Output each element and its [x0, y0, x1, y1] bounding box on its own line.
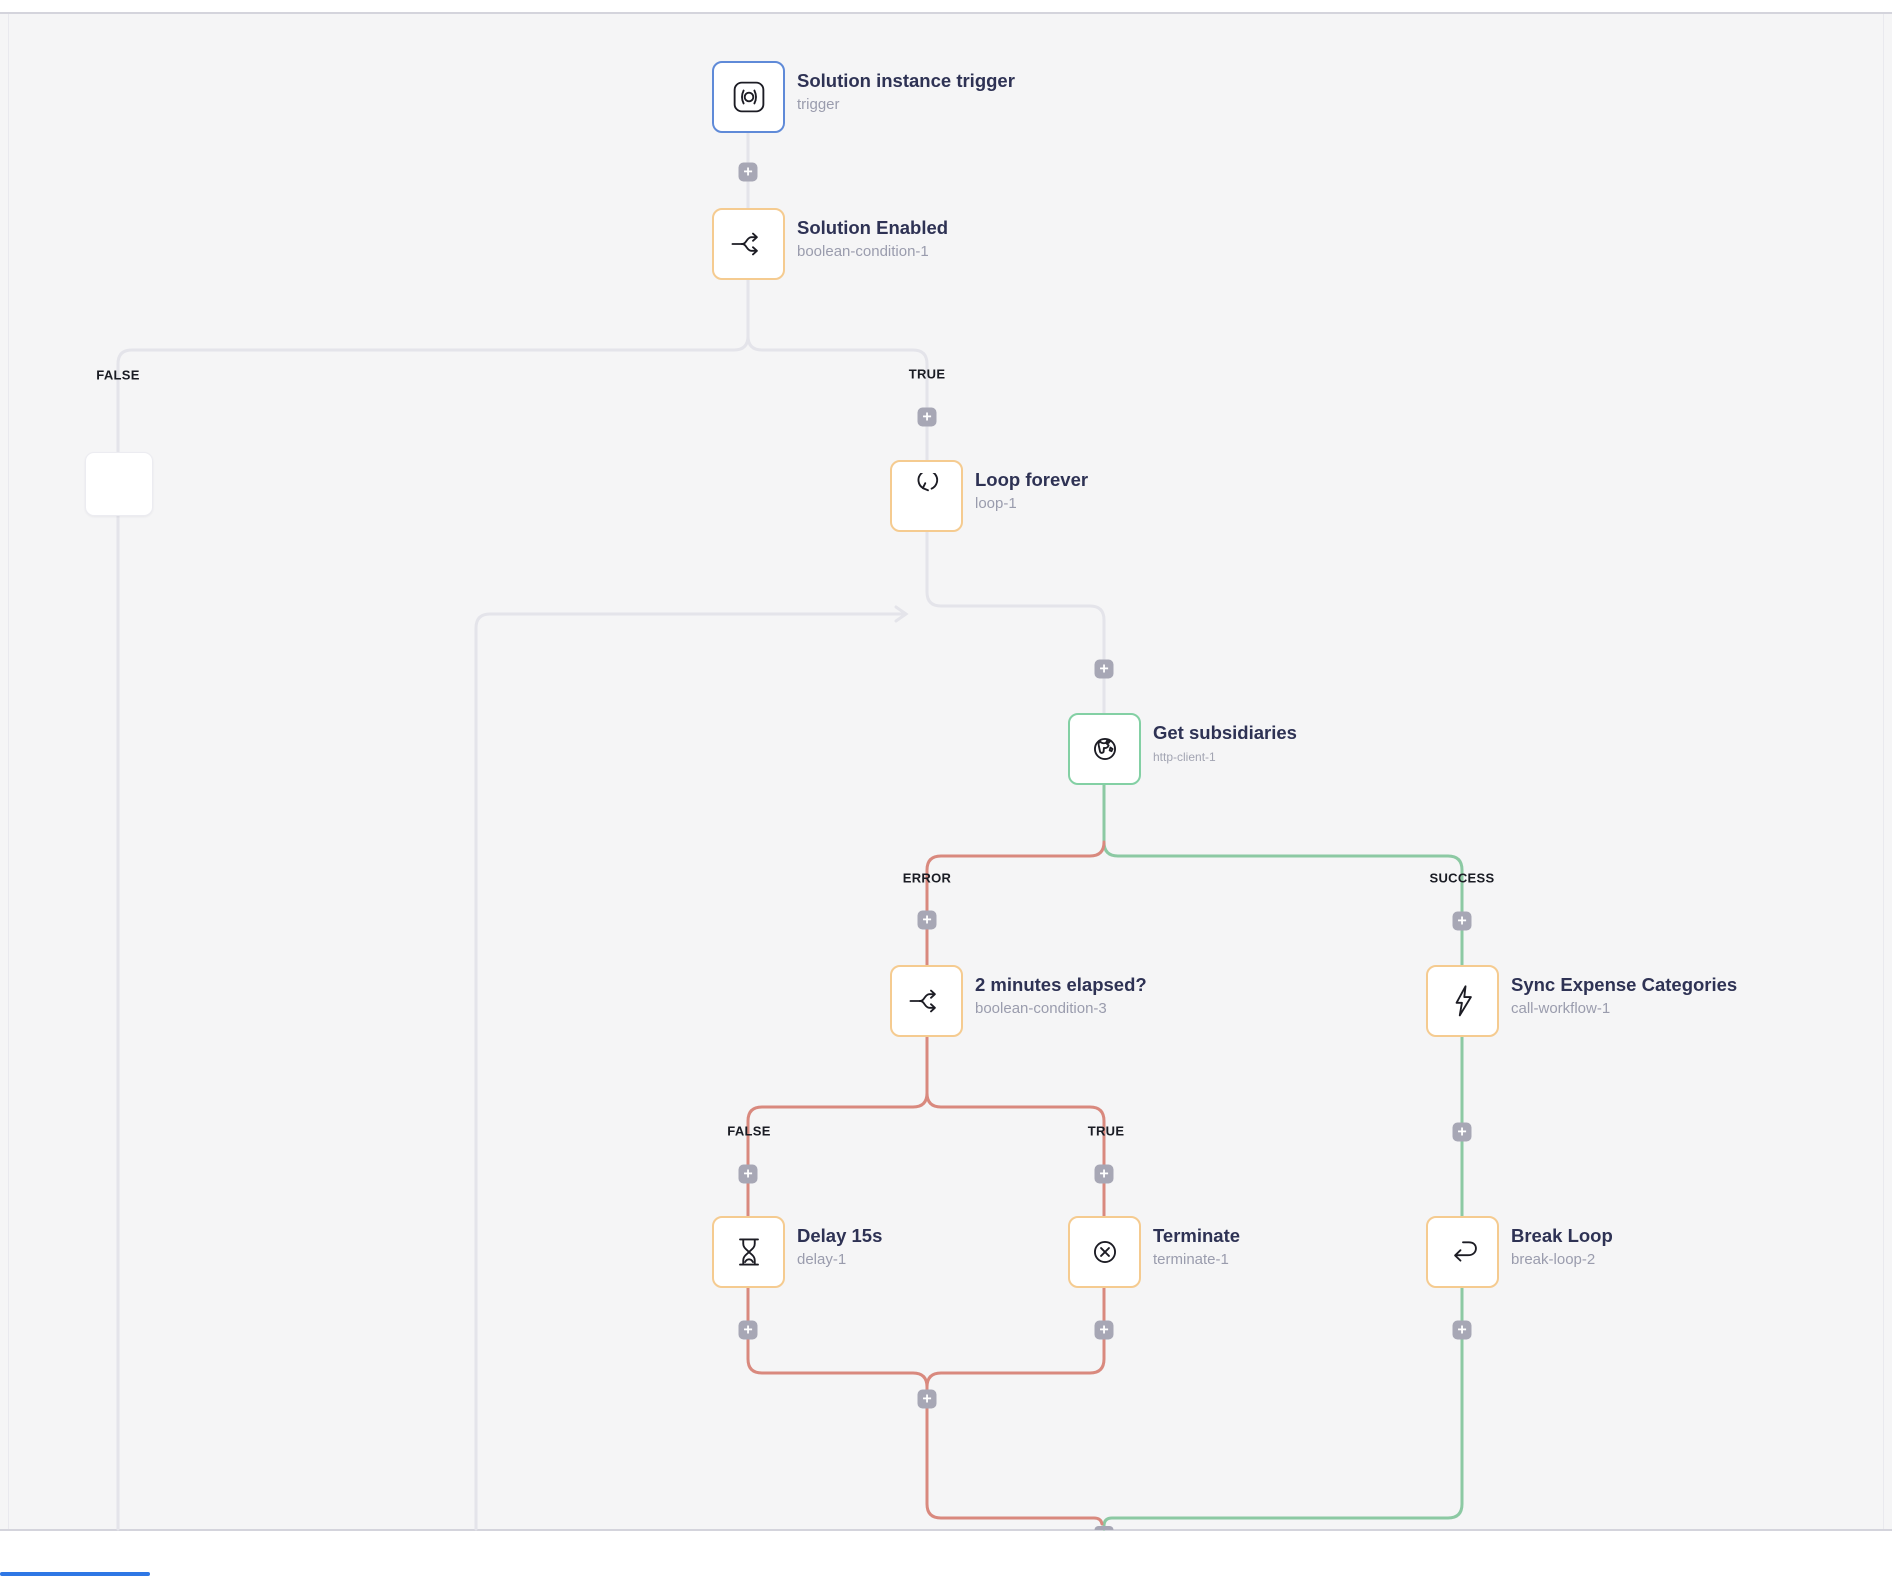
node-trigger: Solution instance trigger trigger [712, 61, 1015, 133]
node-subtitle: trigger [797, 96, 840, 113]
add-step-button[interactable]: + [1094, 1320, 1114, 1340]
branch-label-success: SUCCESS [1429, 870, 1495, 886]
add-step-button[interactable]: + [738, 1164, 758, 1184]
http-client-1-node-box[interactable] [1068, 713, 1141, 785]
canvas-top-border [0, 12, 1892, 14]
hourglass-icon [738, 1238, 759, 1266]
node-subtitle: loop-1 [975, 495, 1017, 512]
add-step-button[interactable]: + [1452, 911, 1472, 931]
delay-1-node-box[interactable] [712, 1216, 785, 1288]
plus-icon: + [743, 163, 753, 181]
node-terminate-1: Terminate terminate-1 [1068, 1216, 1240, 1288]
boolean-branch-icon [731, 232, 758, 256]
add-step-button[interactable]: + [1452, 1122, 1472, 1142]
node-http-client-1: Get subsidiaries http-client-1 [1068, 713, 1297, 785]
branch-label-true: TRUE [1087, 1123, 1125, 1139]
plus-icon: + [743, 1165, 753, 1183]
node-text: Break Loop break-loop-2 [1511, 1216, 1613, 1270]
canvas-right-border [1883, 14, 1884, 1529]
empty-step-placeholder [85, 452, 153, 516]
add-step-button[interactable]: + [1452, 1320, 1472, 1340]
plus-icon: + [1099, 1165, 1109, 1183]
node-subtitle: call-workflow-1 [1511, 1000, 1611, 1017]
solution-instance-icon [733, 81, 764, 113]
node-subtitle: break-loop-2 [1511, 1251, 1596, 1268]
plus-icon: + [1099, 660, 1109, 678]
node-text: Solution instance trigger trigger [797, 61, 1015, 115]
node-subtitle: http-client-1 [1153, 750, 1216, 764]
add-step-button[interactable]: + [917, 910, 937, 930]
loop-1-node-box[interactable] [890, 460, 963, 532]
add-step-button[interactable]: + [917, 407, 937, 427]
break-loop-2-node-box[interactable] [1426, 1216, 1499, 1288]
node-boolean-condition-1: Solution Enabled boolean-condition-1 [712, 208, 948, 280]
node-title: Get subsidiaries [1153, 722, 1297, 743]
add-step-button[interactable]: + [738, 1320, 758, 1340]
loop-return-arrow [894, 605, 909, 623]
node-title: Terminate [1153, 1225, 1241, 1246]
node-break-loop-2: Break Loop break-loop-2 [1426, 1216, 1613, 1288]
boolean-condition-1-node-box[interactable] [712, 208, 785, 280]
terminate-icon [1093, 1241, 1116, 1263]
node-boolean-condition-3: 2 minutes elapsed? boolean-condition-3 [890, 965, 1147, 1037]
plus-icon: + [1457, 1321, 1467, 1339]
node-loop-1: Loop forever loop-1 [890, 460, 1088, 532]
boolean-branch-icon [909, 989, 936, 1013]
node-subtitle: boolean-condition-3 [975, 1000, 1107, 1017]
boolean-condition-3-node-box[interactable] [890, 965, 963, 1037]
node-title: 2 minutes elapsed? [975, 974, 1147, 995]
node-text: 2 minutes elapsed? boolean-condition-3 [975, 965, 1147, 1019]
add-step-button-clipped[interactable] [1094, 1526, 1114, 1530]
node-subtitle: boolean-condition-1 [797, 243, 929, 260]
node-text: Terminate terminate-1 [1153, 1216, 1240, 1270]
node-title: Loop forever [975, 469, 1089, 490]
branch-label-true: TRUE [908, 366, 946, 382]
add-step-button[interactable]: + [1094, 659, 1114, 679]
plus-icon: + [1457, 912, 1467, 930]
node-text: Solution Enabled boolean-condition-1 [797, 208, 948, 262]
node-text: Delay 15s delay-1 [797, 1216, 882, 1270]
terminate-1-node-box[interactable] [1068, 1216, 1141, 1288]
branch-label-error: ERROR [902, 870, 952, 886]
add-step-button[interactable]: + [1094, 1164, 1114, 1184]
add-step-button[interactable]: + [917, 1389, 937, 1409]
plus-icon: + [1457, 1123, 1467, 1141]
globe-icon [1093, 738, 1116, 760]
canvas-background [0, 14, 1892, 1529]
node-subtitle: delay-1 [797, 1251, 847, 1268]
loop-icon [917, 473, 938, 492]
lightning-icon [1455, 985, 1472, 1017]
plus-icon: + [1099, 1321, 1109, 1339]
plus-icon: + [922, 408, 932, 426]
node-text: Loop forever loop-1 [975, 460, 1088, 514]
node-call-workflow-1: Sync Expense Categories call-workflow-1 [1426, 965, 1737, 1037]
node-delay-1: Delay 15s delay-1 [712, 1216, 882, 1288]
node-title: Delay 15s [797, 1225, 883, 1246]
branch-label-false: FALSE [96, 367, 140, 383]
canvas-bottom-border [0, 1529, 1892, 1531]
node-title: Solution instance trigger [797, 70, 1015, 91]
canvas-left-border [8, 14, 9, 1529]
branch-label-false: FALSE [727, 1123, 771, 1139]
node-title: Solution Enabled [797, 217, 949, 238]
plus-icon: + [922, 911, 932, 929]
call-workflow-1-node-box[interactable] [1426, 965, 1499, 1037]
node-text: Get subsidiaries http-client-1 [1153, 713, 1297, 765]
trigger-node-box[interactable] [712, 61, 785, 133]
plus-icon: + [743, 1321, 753, 1339]
break-loop-icon [1453, 1241, 1477, 1262]
node-title: Break Loop [1511, 1225, 1613, 1246]
add-step-button[interactable]: + [738, 162, 758, 182]
node-text: Sync Expense Categories call-workflow-1 [1511, 965, 1737, 1019]
plus-icon: + [922, 1390, 932, 1408]
node-subtitle: terminate-1 [1153, 1251, 1229, 1268]
scrollbar-horizontal[interactable] [0, 1572, 150, 1576]
node-title: Sync Expense Categories [1511, 974, 1738, 995]
